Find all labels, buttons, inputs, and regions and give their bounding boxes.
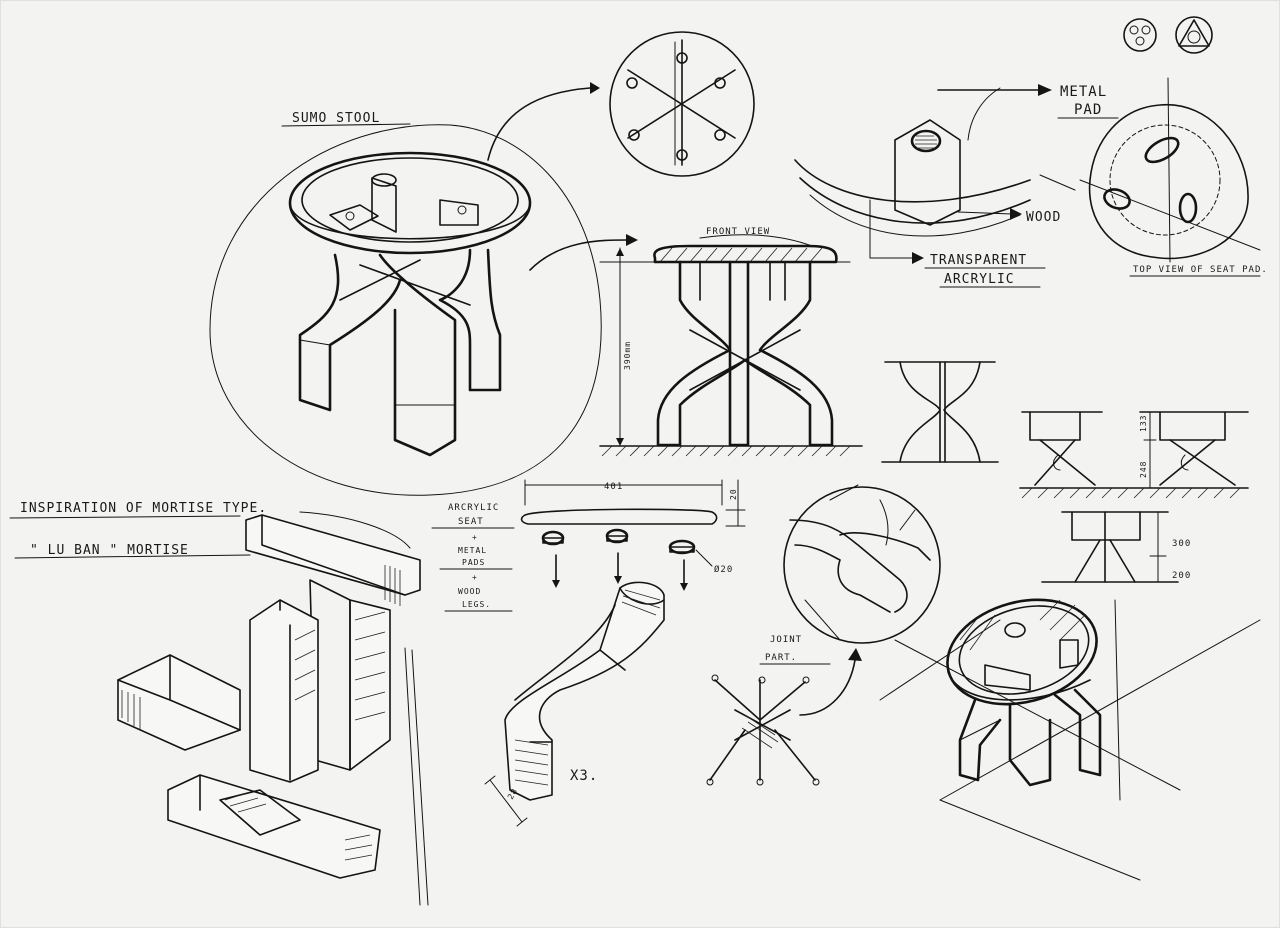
top-view-circle-sketch (609, 31, 755, 177)
lower-right-dim: 200 (1172, 571, 1191, 581)
corner-mini-icons (1123, 16, 1213, 54)
upper-right-dim: 300 (1172, 539, 1191, 549)
metal-label-line1: METAL (1060, 84, 1107, 100)
side-profile-lower (1041, 511, 1179, 583)
material-metal: METAL (458, 546, 487, 555)
material-legs: LEGS. (462, 600, 491, 609)
seat-thickness-dim: 20 (729, 488, 738, 500)
hourglass-side-view (881, 361, 999, 463)
materials-list: ARCRYLIC SEAT + METAL PADS + WOOD LEGS. (431, 503, 515, 612)
part-label: PART. (765, 653, 797, 663)
times-three-label: X3. (570, 768, 598, 784)
lu-ban-mortise-sketch (117, 511, 429, 906)
sumo-stool-title: SUMO STOOL (292, 111, 380, 126)
metal-pad-detail (794, 84, 1052, 264)
height-dimension: 390mm (623, 341, 632, 370)
material-acrylic: ARCRYLIC (448, 503, 499, 513)
front-view-elevation (599, 244, 863, 457)
material-plus-2: + (472, 573, 478, 582)
joint-wireframe (706, 648, 862, 786)
front-view-label: FRONT VIEW (706, 227, 770, 237)
metal-pads-parts (541, 528, 713, 591)
seat-pad-top-view (1039, 77, 1261, 263)
wood-label: WOOD (1026, 210, 1061, 225)
inspiration-label: INSPIRATION OF MORTISE TYPE. (20, 501, 267, 516)
material-wood: WOOD (458, 587, 481, 596)
wood-leg-part (484, 581, 665, 827)
lower-section-dim: 248 (1139, 461, 1148, 478)
main-stool-perspective (209, 124, 602, 496)
pad-diameter-label: Ø20 (714, 564, 733, 575)
top-view-seat-pad-label: TOP VIEW OF SEAT PAD. (1133, 265, 1268, 275)
joint-label: JOINT (770, 635, 802, 645)
seat-width-dim: 401 (604, 482, 623, 492)
upper-section-dim: 133 (1139, 415, 1148, 432)
acrylic-seat-part (520, 479, 746, 527)
acrylic-label: ARCRYLIC (944, 272, 1015, 287)
transparent-label: TRANSPARENT (930, 253, 1027, 268)
bottom-right-perspective (879, 598, 1261, 881)
material-plus-1: + (472, 533, 478, 542)
pad-label-line2: PAD (1074, 102, 1102, 118)
lu-ban-label: " LU BAN " MORTISE (30, 543, 189, 558)
material-pads: PADS (462, 558, 485, 567)
material-seat: SEAT (458, 517, 484, 527)
joint-detail-circle (783, 484, 941, 644)
side-profile-upper (1019, 411, 1249, 499)
